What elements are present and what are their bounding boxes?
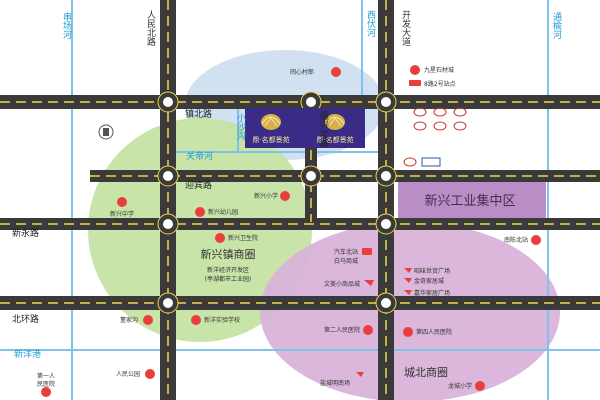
- hospital-icon: [215, 233, 225, 243]
- poi-marker: [143, 315, 153, 325]
- label-xinyong-road: 新永路: [12, 227, 39, 239]
- zone-chengbei-label: 城北商圈: [404, 365, 448, 379]
- pois: 冏心村郎 九星石材城 8路2号站点 新兴中学 新兴小学 新兴幼儿园 新兴卫生: [37, 65, 541, 397]
- label-yingbin-road: 迎宾路: [185, 179, 212, 191]
- bus-icon: [409, 80, 421, 86]
- hospital-icon: [41, 387, 51, 397]
- school-icon: [475, 381, 485, 391]
- poi-label: 第四人民医院: [416, 328, 452, 336]
- zone-industrial-block: [398, 176, 546, 224]
- shopping-icon: [404, 278, 412, 283]
- poi-label: 人民公园: [116, 371, 140, 378]
- hospital-icon: [531, 235, 541, 245]
- poi-label: 九星石材城: [424, 66, 454, 74]
- label-xiaoshagou: 小沙沟: [235, 113, 246, 141]
- label-renmin-north-road: 人民北路: [145, 10, 156, 47]
- poi-label: 白马商城: [334, 257, 358, 265]
- bus-station-icon: [362, 248, 372, 255]
- project-name-left: 鼎·名都景苑: [252, 135, 289, 144]
- poi-label: 盐城明南场: [320, 379, 350, 387]
- label-guanji-river: 关帝河: [186, 150, 213, 162]
- roundabouts: [157, 91, 397, 314]
- school-icon: [280, 191, 290, 201]
- poi-label: 新兴卫生院: [228, 234, 258, 242]
- poi-label: 董家沟: [120, 316, 138, 324]
- label-kaifa-avenue: 开发大道: [400, 10, 411, 47]
- school-icon: [191, 315, 201, 325]
- poi-marker: [410, 65, 420, 75]
- label-zhenbei-road: 镇北路: [185, 108, 212, 120]
- poi-label: 文美小商品城: [324, 280, 360, 288]
- poi-label: 新兴中学: [110, 210, 134, 218]
- poi-label: 新兴幼儿园: [208, 208, 238, 216]
- poi-label: 汽车北站: [334, 248, 358, 256]
- shopping-icon: [356, 372, 364, 377]
- shopping-icon: [404, 268, 412, 273]
- label-zhenxing-north-road: 振兴北路: [318, 110, 329, 148]
- project-name-right: 鼎·名都景苑: [316, 135, 353, 144]
- zone-xinxing-label: 新兴镇商圈: [201, 247, 256, 261]
- poi-label: 冏心村郎: [290, 68, 314, 76]
- landmark-icon: [98, 124, 114, 140]
- label-xifu-river: 西伏河: [365, 10, 376, 37]
- poi-label: 8路2号站点: [424, 80, 456, 88]
- label-xinyang-port: 新洋港: [14, 348, 41, 360]
- project-logo-icon: [325, 114, 345, 130]
- project-signboard[interactable]: 鼎·名都景苑 鼎·名都景苑: [245, 108, 365, 148]
- car-brand-icon: [403, 107, 467, 167]
- poi-marker: [145, 369, 155, 379]
- label-beihuan-road: 北环路: [12, 313, 39, 325]
- poi-label: 昭味世贸广场: [414, 267, 450, 275]
- poi-marker: [331, 67, 341, 77]
- poi-label: 新兴小学: [254, 192, 278, 200]
- zone-industrial-label: 新兴工业集中区: [424, 193, 515, 209]
- poi-label: 龙城小学: [448, 382, 472, 390]
- zone-chengbei: [260, 222, 560, 400]
- zone-devzone-label-2: (亭湖都市工业园): [205, 275, 252, 283]
- shopping-icon: [404, 290, 412, 295]
- poi-label: 嘉华家居广场: [414, 289, 450, 297]
- poi-label: 南陈北站: [504, 236, 528, 244]
- label-chuanchang-river: 串场河: [61, 12, 72, 39]
- zone-devzone-label-1: 新洋经济开发区: [207, 266, 249, 274]
- poi-label: 民医院: [37, 380, 55, 388]
- hospital-icon: [403, 327, 413, 337]
- project-logo-icon: [261, 114, 281, 130]
- poi-label: 新洋实验学校: [204, 316, 240, 324]
- poi-label: 金奇家居城: [414, 277, 444, 285]
- road-labels: 串场河 人民北路 西伏河 开发大道 通榆河 镇北路 小沙沟 振兴北路 关帝河 迎…: [12, 10, 562, 360]
- poi-label: 第一人: [37, 372, 55, 380]
- shopping-icon: [364, 280, 374, 286]
- label-tongyu-river: 通榆河: [551, 12, 562, 39]
- school-icon: [195, 207, 205, 217]
- poi-label: 第二人民医院: [324, 326, 360, 334]
- hospital-icon: [363, 325, 373, 335]
- school-icon: [117, 197, 127, 207]
